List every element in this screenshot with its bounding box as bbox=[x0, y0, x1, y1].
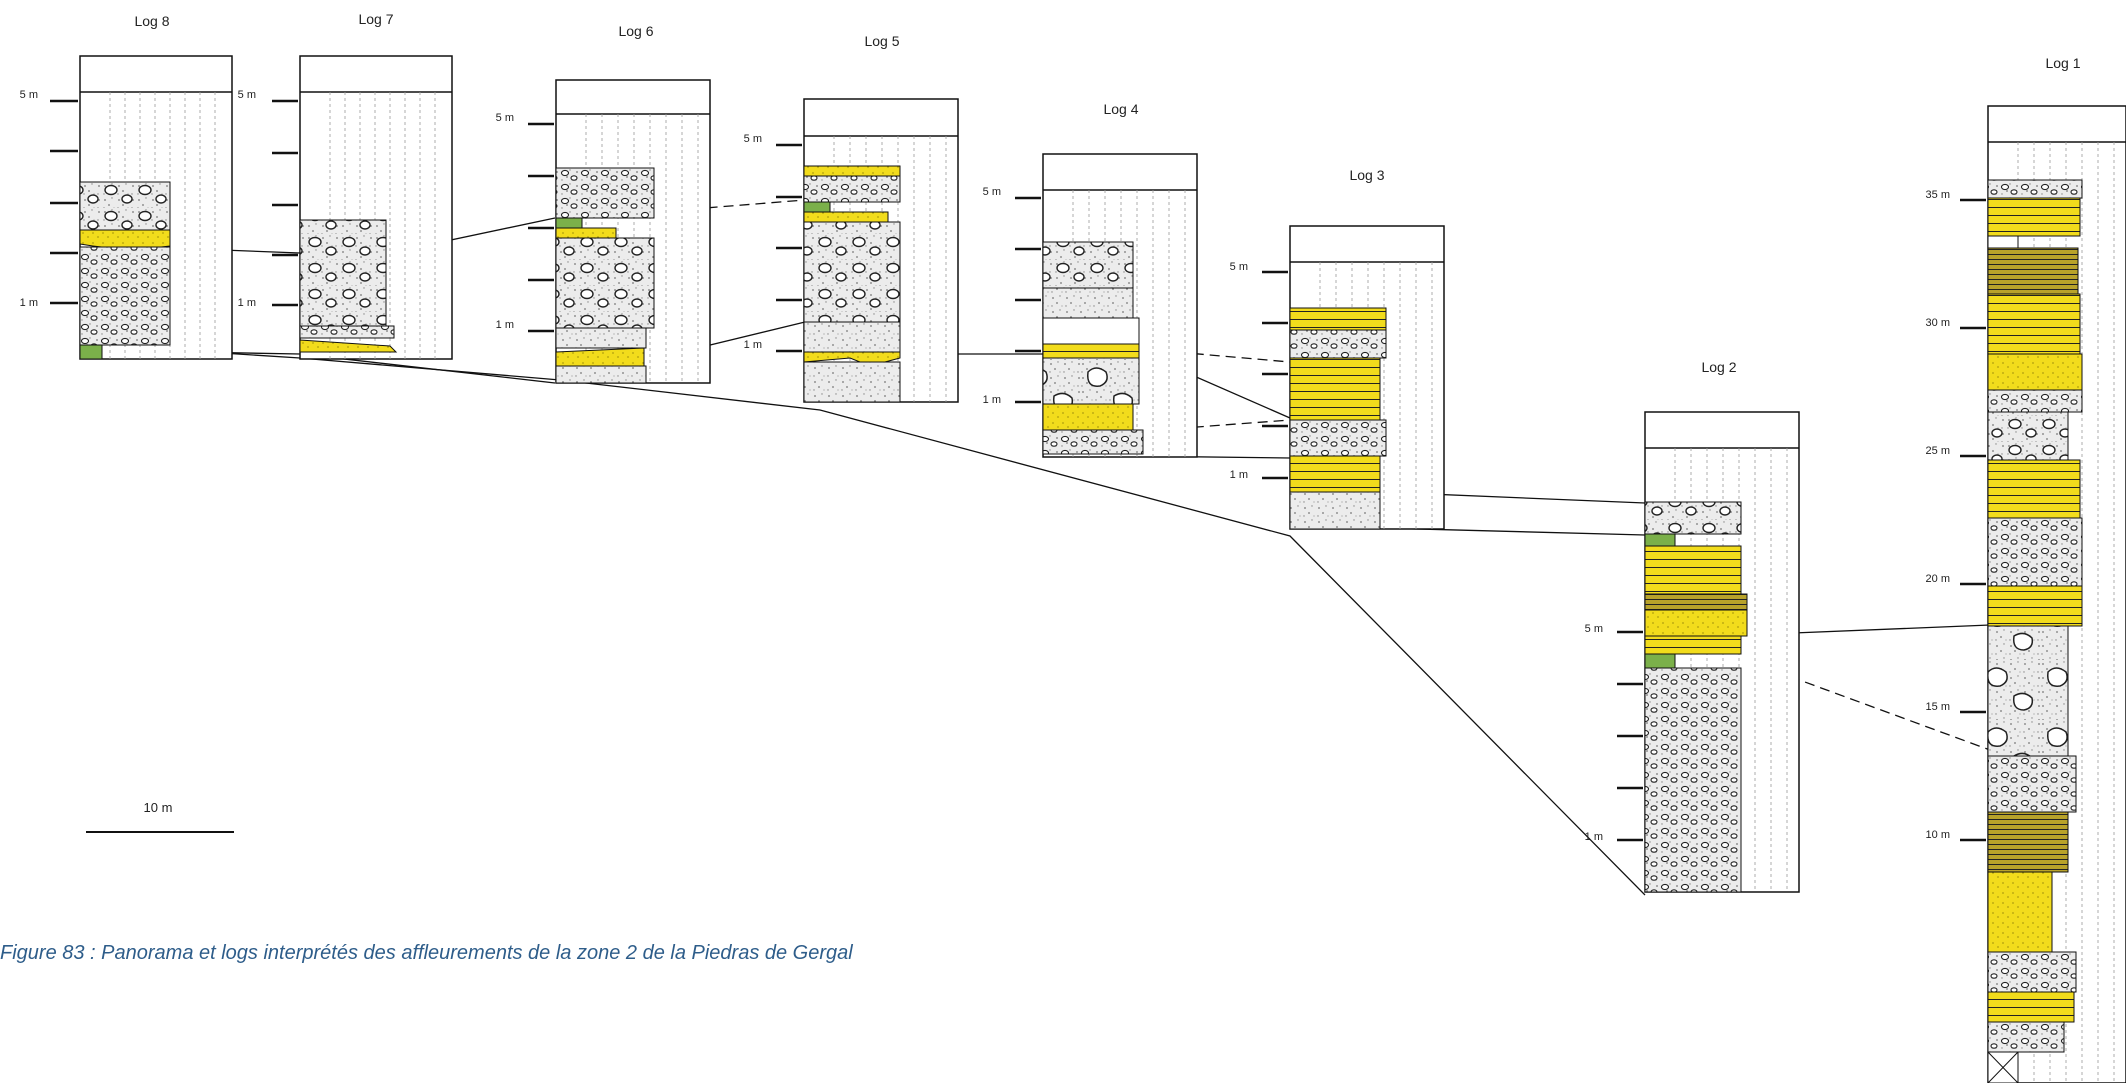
log-title: Log 2 bbox=[1701, 359, 1736, 375]
covered-interval bbox=[1988, 236, 2018, 248]
log-3: Log 3 5 m 1 m bbox=[1230, 167, 1444, 529]
depth-tick-label: 5 m bbox=[1585, 623, 1603, 635]
laminated-sand-bed bbox=[1988, 198, 2080, 236]
log-title: Log 7 bbox=[358, 11, 393, 27]
depth-tick-label: 35 m bbox=[1926, 189, 1950, 201]
laminated-sand-bed bbox=[1043, 344, 1139, 358]
laminated-sand-bed bbox=[1290, 456, 1380, 492]
depth-tick-label: 1 m bbox=[744, 339, 762, 351]
depth-tick-label: 10 m bbox=[1926, 829, 1950, 841]
depth-tick-label: 5 m bbox=[744, 133, 762, 145]
depth-tick-label: 15 m bbox=[1926, 701, 1950, 713]
gravel-bed bbox=[1988, 756, 2076, 812]
sand-bed bbox=[80, 230, 170, 249]
log-5: Log 5 5 m 1 m bbox=[744, 33, 958, 402]
gravel-bed bbox=[1988, 518, 2082, 586]
depth-tick-label: 5 m bbox=[983, 186, 1001, 198]
gravel-bed bbox=[1645, 668, 1741, 892]
laminated-sand-bed bbox=[1988, 992, 2074, 1022]
log-title: Log 8 bbox=[134, 13, 169, 29]
laminated-bed bbox=[1988, 812, 2068, 872]
clay-bed bbox=[556, 218, 582, 228]
sand-bed bbox=[1043, 404, 1133, 430]
laminated-sand-bed bbox=[1290, 358, 1380, 420]
cobble-bed bbox=[556, 238, 654, 328]
gravel-bed bbox=[1290, 420, 1386, 456]
cobble-bed bbox=[300, 220, 386, 326]
laminated-sand-bed bbox=[1988, 460, 2080, 518]
sand-bed bbox=[1988, 872, 2052, 952]
laminated-sand-bed bbox=[1645, 636, 1741, 654]
log-6: Log 6 5 m 1 m bbox=[496, 23, 710, 383]
depth-tick-label: 1 m bbox=[983, 394, 1001, 406]
log-1: Log 1 35 m 30 m 25 m bbox=[1926, 55, 2126, 1083]
gravel-bed bbox=[1290, 330, 1386, 358]
fine-bed bbox=[804, 362, 900, 402]
fine-bed bbox=[1043, 318, 1139, 344]
scale-bar-label: 10 m bbox=[144, 800, 173, 815]
log-4: Log 4 5 m 1 m bbox=[983, 101, 1197, 457]
fine-bed bbox=[556, 366, 646, 383]
cobble-bed bbox=[804, 222, 900, 322]
cobble-bed bbox=[80, 182, 170, 230]
gravel-bed bbox=[1988, 1022, 2064, 1052]
clay-bed bbox=[1645, 654, 1675, 668]
fine-bed bbox=[1043, 288, 1133, 318]
cobble-bed bbox=[1645, 502, 1741, 534]
gravel-bed bbox=[1043, 430, 1143, 454]
depth-tick-label: 1 m bbox=[20, 297, 38, 309]
log-title: Log 1 bbox=[2045, 55, 2080, 71]
depth-tick-label: 1 m bbox=[1585, 831, 1603, 843]
block-bed bbox=[1043, 358, 1139, 404]
sand-bed bbox=[556, 228, 616, 238]
gravel-bed bbox=[80, 247, 170, 345]
depth-tick-label: 1 m bbox=[238, 297, 256, 309]
clay-bed bbox=[804, 202, 830, 212]
gravel-bed bbox=[1988, 390, 2082, 412]
sand-bed bbox=[1645, 610, 1747, 636]
laminated-sand-bed bbox=[1988, 586, 2082, 626]
sand-bed bbox=[1988, 354, 2082, 390]
cobble-bed bbox=[1043, 242, 1133, 288]
depth-tick-label: 5 m bbox=[238, 89, 256, 101]
depth-tick-label: 30 m bbox=[1926, 317, 1950, 329]
laminated-sand-bed bbox=[1645, 546, 1741, 594]
fine-bed bbox=[804, 322, 900, 352]
depth-tick-label: 5 m bbox=[1230, 261, 1248, 273]
fine-bed bbox=[556, 328, 646, 348]
fine-bed bbox=[1290, 492, 1380, 529]
depth-tick-label: 1 m bbox=[496, 319, 514, 331]
cobble-bed bbox=[1988, 412, 2068, 460]
log-7: Log 7 5 m 1 m bbox=[238, 11, 452, 359]
block-bed bbox=[1988, 626, 2068, 756]
depth-tick-label: 20 m bbox=[1926, 573, 1950, 585]
laminated-sand-bed bbox=[1988, 294, 2080, 354]
gravel-bed bbox=[1988, 180, 2082, 198]
log-8: Log 8 5 m 1 m bbox=[20, 13, 232, 359]
log-2: Log 2 5 m 1 m bbox=[1585, 359, 1799, 892]
laminated-bed bbox=[1988, 248, 2078, 294]
depth-tick-label: 5 m bbox=[496, 112, 514, 124]
sand-bed bbox=[804, 212, 888, 222]
laminated-sand-bed bbox=[1290, 308, 1386, 330]
clay-bed bbox=[1645, 534, 1675, 546]
log-title: Log 6 bbox=[618, 23, 653, 39]
depth-tick-label: 5 m bbox=[20, 89, 38, 101]
log-title: Log 5 bbox=[864, 33, 899, 49]
log-title: Log 3 bbox=[1349, 167, 1384, 183]
depth-tick-label: 1 m bbox=[1230, 469, 1248, 481]
scale-bar: 10 m bbox=[86, 800, 234, 832]
clay-bed bbox=[80, 345, 102, 359]
log-title: Log 4 bbox=[1103, 101, 1138, 117]
gravel-bed bbox=[1988, 952, 2076, 992]
depth-tick-label: 25 m bbox=[1926, 445, 1950, 457]
gravel-bed bbox=[804, 176, 900, 202]
figure-caption: Figure 83 : Panorama et logs interprétés… bbox=[0, 942, 853, 965]
gravel-bed bbox=[300, 326, 394, 338]
laminated-bed bbox=[1645, 594, 1747, 610]
gravel-bed bbox=[556, 168, 654, 218]
